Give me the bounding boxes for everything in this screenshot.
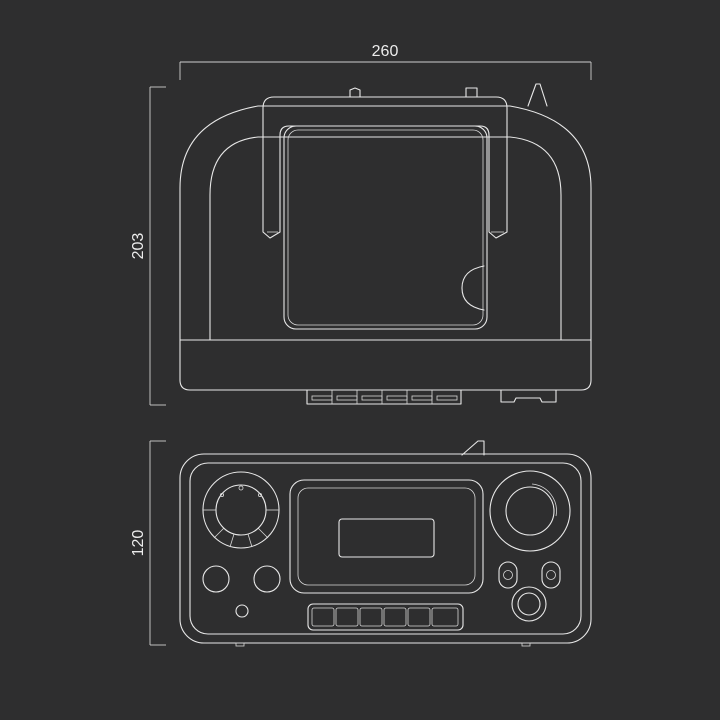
bottom-peg-left <box>235 642 245 647</box>
antenna-tip <box>461 440 485 456</box>
handle-recess <box>209 136 562 341</box>
height-top-dimension-label: 203 <box>130 233 147 260</box>
cd-lid <box>283 125 488 330</box>
side-foot <box>500 389 557 403</box>
width-dimension: 260 <box>179 43 592 80</box>
cassette-keys-front <box>306 389 462 405</box>
top-body-inner <box>189 462 582 635</box>
cassette-keys-top[interactable] <box>307 603 464 631</box>
cassette-door[interactable] <box>289 479 484 594</box>
small-toggle-right[interactable] <box>541 561 561 589</box>
small-toggle-left[interactable] <box>498 561 518 589</box>
antenna <box>527 83 548 107</box>
top-body-outline <box>179 453 592 644</box>
small-indicator <box>235 604 249 618</box>
height-dimension-bottom: 120 <box>130 440 166 646</box>
top-peg-left <box>349 87 361 98</box>
round-button-left[interactable] <box>202 565 230 593</box>
width-dimension-label: 260 <box>372 43 399 60</box>
lid-notch <box>461 265 485 311</box>
round-button-right[interactable] <box>253 565 281 593</box>
top-peg-right <box>465 87 478 98</box>
top-view <box>179 440 592 647</box>
carry-handle <box>262 96 508 239</box>
height-dimension-top: 203 <box>130 86 166 406</box>
headphone-jack[interactable] <box>511 586 547 622</box>
tuning-knob[interactable] <box>489 470 571 552</box>
volume-knob[interactable] <box>202 471 280 549</box>
body-outline <box>179 105 592 391</box>
cassette-window <box>338 518 435 558</box>
bottom-peg-right <box>521 642 531 647</box>
height-bottom-dimension-label: 120 <box>130 530 147 557</box>
front-view <box>179 83 592 405</box>
